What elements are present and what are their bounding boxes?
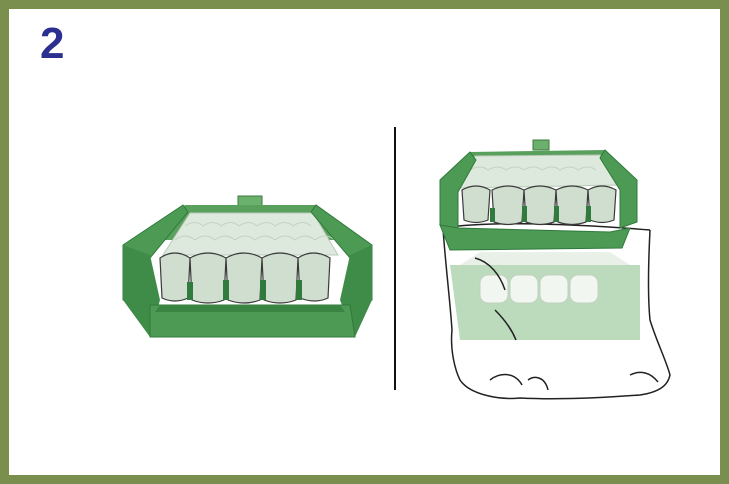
tray-into-bag-icon: [0, 0, 729, 484]
